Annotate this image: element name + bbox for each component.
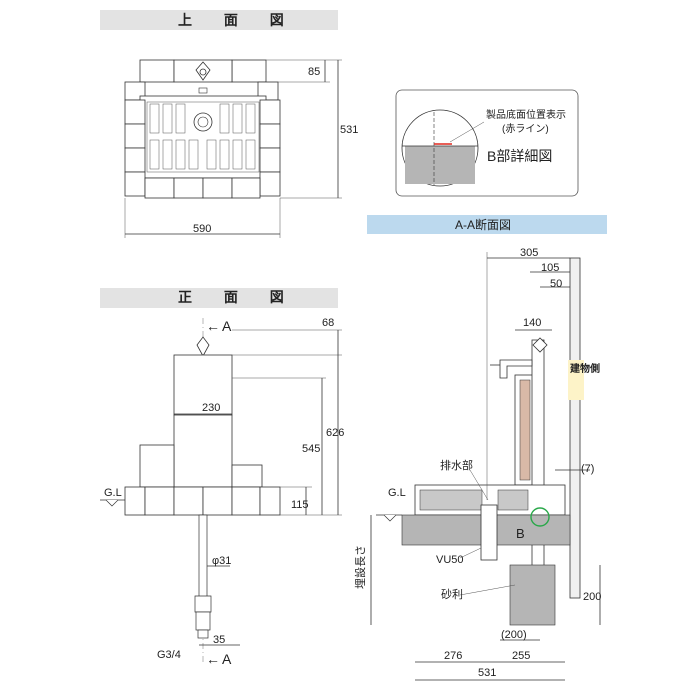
- detail-b-callout: [530, 507, 550, 527]
- gl-label: G.L: [104, 487, 122, 499]
- detail-label-1: 製品底面位置表示: [486, 108, 566, 121]
- dim-front-230: 230: [202, 402, 220, 414]
- front-view-header-bar: [100, 288, 338, 308]
- detail-b-marker: B: [516, 526, 525, 541]
- dim-531: 531: [478, 667, 496, 679]
- burial-label: 埋設長さ: [353, 545, 367, 589]
- front-basin-wall: [173, 414, 233, 488]
- dim-305: 305: [520, 247, 538, 259]
- dim-200-vertical: 200: [583, 591, 601, 603]
- gravel-pit: [509, 564, 556, 626]
- section-gl-label: G.L: [388, 487, 406, 499]
- dim-front-626: 626: [326, 427, 344, 439]
- front-column: [173, 354, 233, 416]
- buried-pipe: [194, 514, 212, 639]
- drain-label: 排水部: [440, 458, 473, 472]
- top-view: 上 面 図: [100, 10, 358, 238]
- building-side-label: 建物側: [569, 362, 600, 375]
- vu50-pipe: [480, 504, 498, 561]
- front-view-title: 正 面 図: [178, 289, 298, 305]
- section-aa: A-A断面図 建物側 B G.L 排水部 VU50: [353, 215, 607, 681]
- top-view-dimensions: [124, 59, 342, 238]
- dim-front-545: 545: [302, 443, 320, 455]
- dim-105: 105: [541, 262, 559, 274]
- top-view-basin: [139, 95, 267, 179]
- top-faucet-icon: [195, 61, 211, 94]
- dim-276: 276: [444, 650, 462, 662]
- dim-thread: G3/4: [157, 649, 181, 661]
- dim-front-68: 68: [322, 317, 334, 329]
- detail-b: 製品底面位置表示 (赤ライン) B部詳細図: [395, 89, 579, 197]
- dim-top-85: 85: [308, 66, 320, 78]
- dim-front-35: 35: [213, 634, 225, 646]
- section-aa-header-bar: [367, 215, 607, 234]
- gravel-label: 砂利: [441, 588, 463, 601]
- section-marker-bottom: A: [222, 651, 232, 667]
- section-marker-top: A: [222, 318, 232, 334]
- section-aa-title: A-A断面図: [455, 217, 511, 232]
- front-bricks: [124, 444, 281, 516]
- dim-255: 255: [512, 650, 530, 662]
- building-wall: [569, 257, 581, 599]
- detail-label-2: (赤ライン): [502, 123, 549, 135]
- section-dimensions: [415, 252, 601, 681]
- section-faucet-icon: [490, 337, 548, 379]
- top-view-back-bricks: [124, 59, 279, 101]
- top-view-title: 上 面 図: [178, 12, 298, 28]
- section-arrow-bottom: ←: [206, 651, 220, 667]
- dim-top-590: 590: [193, 223, 211, 235]
- top-view-side-bricks: [124, 99, 281, 199]
- building-side-label-bg: [568, 360, 584, 400]
- vu50-label: VU50: [436, 554, 464, 566]
- detail-b-title: B部詳細図: [487, 148, 552, 164]
- detail-gravel: [405, 146, 475, 184]
- section-arrow-top: ←: [206, 318, 220, 334]
- dim-50: 50: [550, 278, 562, 290]
- dim-140: 140: [523, 317, 541, 329]
- top-view-header-bar: [100, 10, 338, 30]
- dim-pipe-dia: φ31: [212, 555, 231, 567]
- dim-front-115: 115: [291, 499, 309, 511]
- front-view: 正 面 図 ← A G.L: [100, 288, 344, 667]
- section-body: [401, 339, 571, 626]
- dim-7: (7): [581, 463, 594, 475]
- dim-top-531: 531: [340, 124, 358, 136]
- dim-200: (200): [501, 629, 527, 641]
- front-view-dimensions: [174, 329, 342, 646]
